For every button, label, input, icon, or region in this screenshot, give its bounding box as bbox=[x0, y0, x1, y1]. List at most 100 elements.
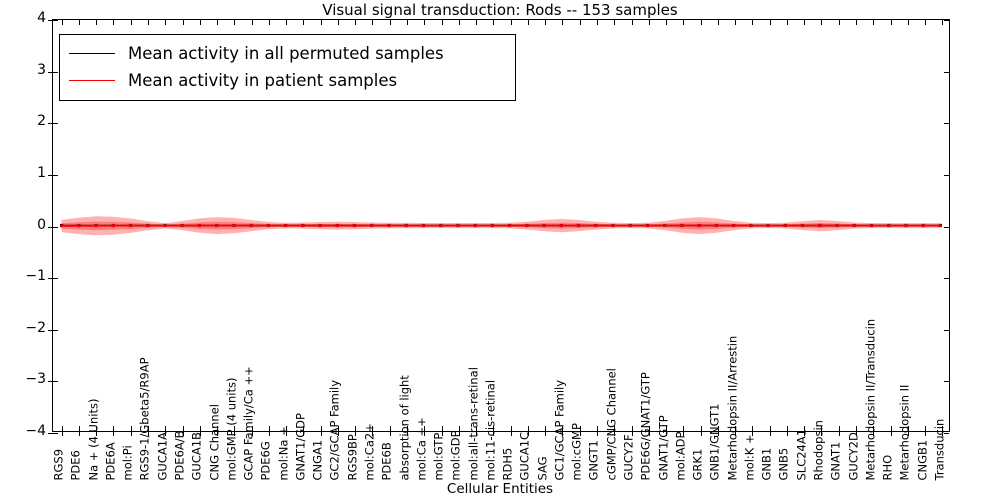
x-tick-label: GNGT1 bbox=[586, 439, 601, 480]
x-tick-mark bbox=[942, 426, 944, 431]
x-tick-mark bbox=[666, 426, 668, 431]
marker-patient bbox=[456, 224, 460, 227]
marker-patient bbox=[129, 224, 132, 228]
x-tick-mark-outer bbox=[786, 431, 788, 436]
x-tick-label: SLC24A1 bbox=[794, 428, 809, 480]
marker-patient bbox=[697, 224, 701, 227]
x-tick-label: RGS9-1/Gbeta5/R9AP bbox=[137, 356, 152, 480]
x-tick-mark bbox=[562, 426, 564, 431]
marker-patient bbox=[180, 224, 184, 227]
y-tick-mark-outer bbox=[48, 20, 53, 21]
marker-patient bbox=[680, 224, 684, 227]
marker-patient bbox=[870, 224, 873, 227]
x-tick-mark-outer bbox=[769, 431, 771, 436]
x-tick-mark-top bbox=[96, 20, 98, 25]
y-tick-mark-right bbox=[944, 433, 949, 434]
x-tick-mark-top bbox=[648, 20, 650, 25]
x-tick-mark bbox=[441, 426, 443, 431]
x-tick-mark bbox=[545, 426, 547, 431]
x-tick-mark-top bbox=[804, 20, 806, 25]
x-tick-mark bbox=[268, 426, 270, 431]
x-tick-mark-top bbox=[596, 20, 598, 25]
x-tick-mark bbox=[303, 426, 305, 431]
x-tick-mark bbox=[752, 426, 754, 431]
y-tick-mark-right bbox=[944, 381, 949, 383]
marker-patient bbox=[422, 224, 425, 227]
x-tick-mark-outer bbox=[838, 431, 840, 436]
x-tick-mark-top bbox=[199, 20, 201, 25]
x-tick-mark-outer bbox=[907, 431, 909, 436]
marker-patient bbox=[560, 224, 563, 227]
x-tick-mark bbox=[251, 426, 253, 431]
x-tick-mark bbox=[614, 426, 616, 431]
x-tick-label: GNAT1 bbox=[828, 441, 843, 480]
x-tick-label: cGMP/CNG Channel bbox=[604, 367, 619, 480]
legend-item-patient[interactable]: Mean activity in patient samples bbox=[69, 67, 506, 94]
marker-patient bbox=[284, 224, 287, 227]
x-tick-mark bbox=[579, 426, 581, 431]
y-tick-mark-outer bbox=[48, 278, 53, 280]
x-tick-mark-top bbox=[458, 20, 460, 25]
x-tick-mark-outer bbox=[199, 431, 201, 436]
x-tick-label: mol:Na + bbox=[276, 425, 291, 480]
x-tick-mark bbox=[873, 426, 875, 431]
x-tick-mark-top bbox=[545, 20, 547, 25]
x-tick-label: CNGB1 bbox=[915, 439, 930, 480]
legend-label-permuted: Mean activity in all permuted samples bbox=[128, 44, 444, 63]
x-tick-mark-outer bbox=[873, 431, 875, 436]
marker-patient bbox=[249, 224, 253, 227]
x-tick-mark bbox=[735, 426, 737, 431]
x-tick-mark-top bbox=[752, 20, 754, 25]
x-tick-mark-top bbox=[217, 20, 219, 25]
x-tick-mark-top bbox=[683, 20, 685, 25]
x-tick-mark-outer bbox=[614, 431, 616, 436]
x-tick-mark bbox=[96, 426, 98, 431]
x-tick-label: RDH5 bbox=[500, 447, 515, 480]
marker-patient bbox=[646, 224, 649, 227]
x-tick-mark-top bbox=[251, 20, 253, 25]
marker-patient bbox=[439, 224, 442, 227]
x-tick-label: GUCA1A bbox=[155, 431, 170, 480]
x-tick-mark-outer bbox=[441, 431, 443, 436]
x-tick-mark-top bbox=[873, 20, 875, 25]
x-tick-mark bbox=[130, 426, 132, 431]
marker-patient bbox=[491, 224, 494, 227]
x-tick-mark-top bbox=[147, 20, 149, 25]
marker-patient bbox=[215, 224, 218, 227]
chart-title: Visual signal transduction: Rods -- 153 … bbox=[322, 1, 678, 19]
x-tick-label: GUCA1C bbox=[517, 431, 532, 480]
x-tick-mark-outer bbox=[303, 431, 305, 436]
marker-patient bbox=[732, 224, 735, 227]
x-tick-mark-top bbox=[337, 20, 339, 25]
series-patient bbox=[60, 216, 942, 236]
x-tick-mark-outer bbox=[925, 431, 927, 436]
y-tick-mark bbox=[53, 71, 58, 73]
x-tick-label: GUCY2F bbox=[621, 433, 636, 480]
x-tick-label: Metarhodopsin II/Transducin bbox=[863, 318, 878, 480]
x-tick-mark bbox=[856, 426, 858, 431]
x-tick-mark-top bbox=[856, 20, 858, 25]
marker-patient bbox=[852, 224, 856, 227]
series-svg bbox=[60, 216, 942, 236]
x-tick-label: Na + (4 Units) bbox=[86, 398, 101, 480]
y-tick-mark bbox=[53, 329, 58, 331]
y-tick-mark-right bbox=[944, 71, 949, 73]
x-tick-label: Metarhodopsin II bbox=[897, 384, 912, 480]
y-tick-label: −4 bbox=[25, 423, 46, 439]
y-tick-label: −3 bbox=[25, 371, 46, 388]
marker-patient bbox=[628, 224, 632, 227]
x-tick-mark-top bbox=[890, 20, 892, 25]
x-tick-label: GNAT1/GTP bbox=[656, 414, 671, 480]
x-tick-mark-outer bbox=[821, 431, 823, 436]
marker-patient bbox=[163, 224, 167, 227]
x-tick-mark bbox=[700, 426, 702, 431]
x-tick-mark-outer bbox=[631, 431, 633, 436]
x-tick-mark-outer bbox=[717, 431, 719, 436]
x-tick-mark bbox=[113, 426, 115, 431]
x-tick-label: mol:all-trans-retinal bbox=[466, 366, 481, 480]
x-tick-label: PDE6A/B bbox=[172, 429, 187, 480]
x-tick-mark bbox=[838, 426, 840, 431]
legend-item-permuted[interactable]: Mean activity in all permuted samples bbox=[69, 40, 506, 67]
x-tick-label: PDE6G/GNAT1/GTP bbox=[638, 371, 653, 480]
